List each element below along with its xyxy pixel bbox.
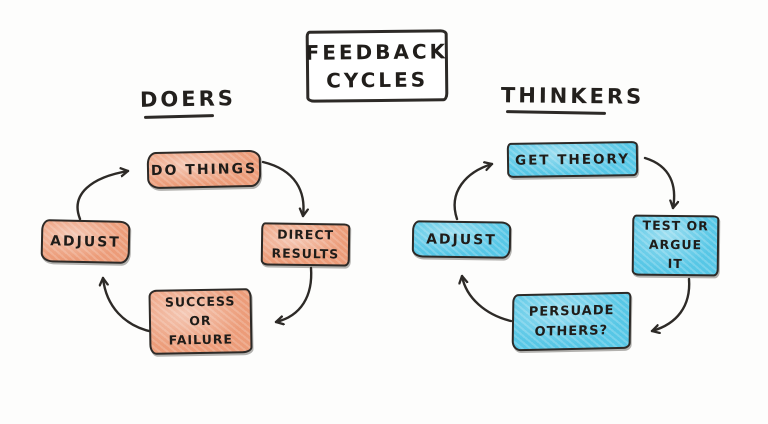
arrow-thinkers-persuade-to-adjust bbox=[462, 274, 513, 323]
diagram-title: FEEDBACK CYCLES bbox=[305, 29, 449, 103]
thinkers-node-persuade-others: PERSUADE OTHERS? bbox=[511, 291, 632, 352]
doers-node-do-things: DO THINGS bbox=[146, 149, 262, 190]
arrow-doers-adjust-to-do-things bbox=[76, 171, 130, 221]
thinkers-node-get-theory: GET THEORY bbox=[506, 141, 639, 178]
doers-node-adjust: ADJUST bbox=[40, 219, 131, 264]
doers-node-success-or-failure: SUCCESS OR FAILURE bbox=[148, 288, 253, 355]
arrow-doers-do-things-to-direct-results bbox=[261, 160, 304, 218]
arrow-doers-direct-results-to-success bbox=[274, 266, 313, 322]
arrow-doers-success-to-adjust bbox=[103, 276, 155, 334]
arrow-thinkers-get-theory-to-test bbox=[643, 156, 674, 210]
thinkers-heading-underline bbox=[505, 110, 607, 115]
arrow-thinkers-test-to-persuade bbox=[650, 277, 691, 331]
thinkers-node-adjust: ADJUST bbox=[411, 220, 512, 259]
doers-node-direct-results: DIRECT RESULTS bbox=[260, 222, 351, 267]
thinkers-node-test-or-argue-it: TEST OR ARGUE IT bbox=[631, 214, 720, 277]
doers-cycle-heading: DOERS bbox=[139, 86, 237, 112]
arrow-thinkers-adjust-to-get-theory bbox=[453, 164, 494, 221]
thinkers-cycle-heading: THINKERS bbox=[500, 83, 645, 109]
doers-heading-underline bbox=[143, 114, 215, 119]
